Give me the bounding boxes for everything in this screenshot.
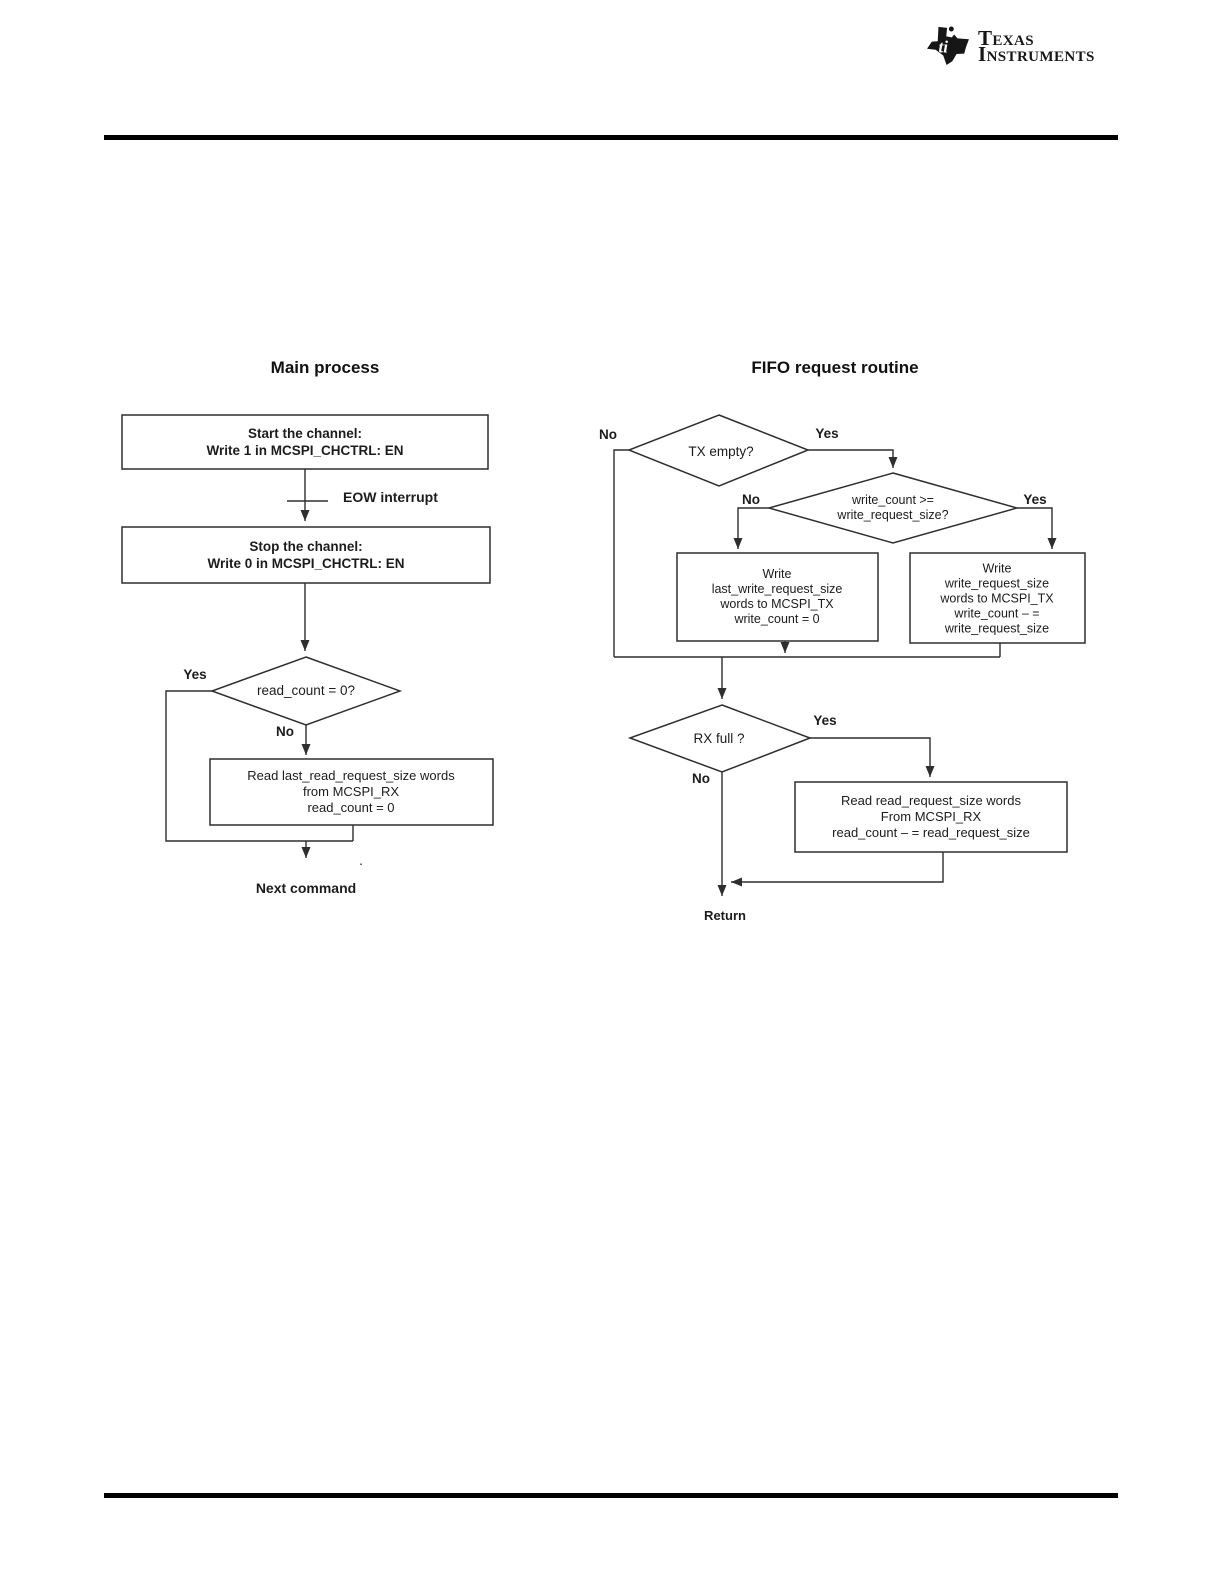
read-count-no-label: No [276,724,294,739]
read-count-decision: read_count = 0? [257,683,355,698]
logo-line1: Texas [978,26,1035,50]
tx-empty-yes-label: Yes [815,426,839,441]
i-dot [948,26,954,32]
tx-empty-decision: TX empty? [688,444,754,459]
start-channel-box: Start the channel: Write 1 in MCSPI_CHCT… [206,426,404,458]
read-last-box-shape [209,758,494,826]
read-count-yes-label: Yes [183,667,207,682]
ti-letters: ti [938,38,948,57]
stop-channel-box-shape [121,526,491,584]
stop-channel-box: Stop the channel: Write 0 in MCSPI_CHCTR… [207,539,405,571]
ti-texas-icon: ti [927,26,969,65]
rx-yes-edge [810,737,935,777]
wc-yes-edge [1017,507,1057,549]
fifo-routine-title: FIFO request routine [751,358,919,377]
texas-instruments-logo: ti Texas Instruments [927,22,1095,65]
write-last-box-shape [676,552,879,642]
logo-wordmark: Texas Instruments [978,26,1095,66]
tx-empty-decision-shape [626,414,811,487]
main-process-diagram [121,414,494,858]
next-command-label: Next command [255,880,357,896]
write-count-decision: write_count >= write_request_size? [837,493,949,522]
start-channel-box-shape [121,414,489,470]
rx-full-no-label: No [692,771,710,786]
read-return-edge [731,852,944,887]
rx-full-decision: RX full ? [693,731,745,746]
tx-no-edge [613,449,629,657]
write-count-decision-shape [766,472,1020,544]
write-count-yes-label: Yes [1023,492,1047,507]
eow-interrupt-label: EOW interrupt [343,489,438,505]
return-label: Return [704,908,746,923]
header-rule [104,135,1118,140]
read-size-box: Read read_request_size words From MCSPI_… [832,793,1030,840]
write-count-no-label: No [742,492,760,507]
tx-empty-no-label: No [599,427,617,442]
write-last-box: Write last_write_request_size words to M… [711,567,843,626]
write-size-box: Write write_request_size words to MCSPI_… [940,561,1054,636]
logo-line2: Instruments [978,42,1095,66]
read-last-box: Read last_read_request_size words from M… [247,768,455,815]
texas-shape [927,26,969,65]
yes-loop-edge [165,690,353,842]
fifo-routine-diagram [613,414,1086,896]
read-size-box-shape [794,781,1068,853]
stray-dot: . [359,853,363,868]
write-size-box-shape [909,552,1086,644]
wc-no-edge [733,507,769,549]
footer-rule [104,1493,1118,1498]
main-process-title: Main process [270,358,380,377]
rx-full-yes-label: Yes [813,713,837,728]
tx-yes-edge [808,449,898,468]
